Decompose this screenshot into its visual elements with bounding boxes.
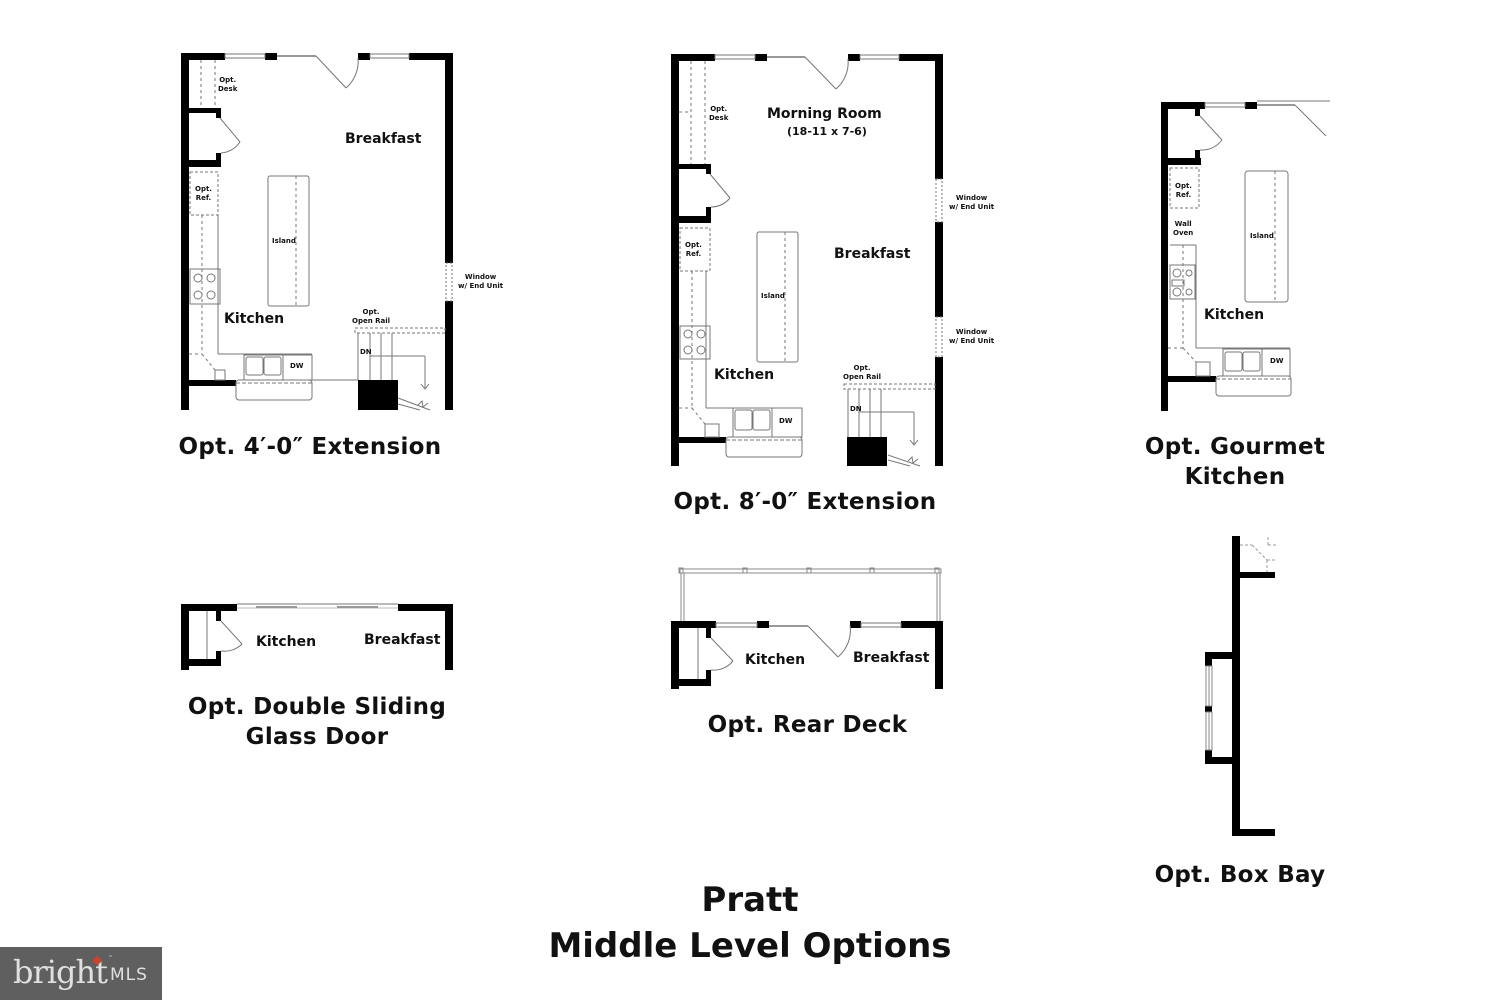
label-window: Window w/ End Unit [458, 273, 504, 290]
label-dn: DN [360, 348, 372, 356]
caption-line-2: Kitchen [1184, 464, 1286, 490]
watermark-trademark: ™ [108, 955, 113, 961]
label-open-rail: Opt. Open Rail [843, 364, 882, 381]
label-window-2: Window w/ End Unit [949, 328, 995, 345]
label-open-rail: Opt. Open Rail [352, 308, 391, 325]
caption-double-sliding-door: Opt. Double Sliding Glass Door [150, 692, 484, 752]
label-kitchen: Kitchen [224, 311, 285, 327]
label-dn: DN [850, 405, 862, 413]
label-breakfast: Breakfast [345, 131, 422, 147]
label-dw: DW [1270, 357, 1284, 365]
caption-box-bay: Opt. Box Bay [1154, 862, 1326, 888]
watermark-brand: bright [13, 953, 108, 991]
label-dw: DW [290, 362, 304, 370]
caption-rear-deck: Opt. Rear Deck [707, 712, 908, 738]
label-wall-oven: Wall Oven [1173, 220, 1194, 237]
caption-4ft-extension: Opt. 4′-0″ Extension [178, 434, 442, 460]
label-opt-ref: Opt. Ref. [1175, 182, 1192, 199]
label-kitchen: Kitchen [745, 652, 806, 668]
caption-line-1: Opt. Gourmet [1144, 434, 1326, 460]
label-dw: DW [779, 417, 793, 425]
label-morning-room: Morning Room [767, 106, 882, 122]
label-breakfast: Breakfast [364, 632, 441, 648]
label-island: Island [761, 292, 785, 300]
page-title-line-2: Middle Level Options [548, 926, 952, 966]
label-breakfast: Breakfast [853, 650, 930, 666]
caption-gourmet-kitchen: Opt. Gourmet Kitchen [1110, 432, 1360, 492]
watermark-mls: MLS [110, 965, 148, 985]
caption-line-2: Glass Door [245, 724, 389, 750]
label-opt-ref: Opt. Ref. [685, 241, 702, 258]
label-island: Island [272, 237, 296, 245]
label-island: Island [1250, 232, 1274, 240]
label-kitchen: Kitchen [714, 367, 775, 383]
label-morning-room-dims: (18-11 x 7-6) [787, 125, 867, 138]
label-kitchen: Kitchen [1204, 307, 1265, 323]
label-opt-desk: Opt. Desk [218, 76, 238, 93]
bright-mls-watermark: bright ™ MLS [0, 947, 162, 1000]
label-opt-ref: Opt. Ref. [195, 185, 212, 202]
caption-line-1: Opt. Double Sliding [187, 694, 447, 720]
caption-8ft-extension: Opt. 8′-0″ Extension [673, 489, 937, 515]
label-opt-desk: Opt. Desk [709, 105, 729, 122]
label-window-1: Window w/ End Unit [949, 194, 995, 211]
label-kitchen: Kitchen [256, 634, 317, 650]
page-title-line-1: Pratt [701, 880, 799, 920]
label-breakfast: Breakfast [834, 246, 911, 262]
